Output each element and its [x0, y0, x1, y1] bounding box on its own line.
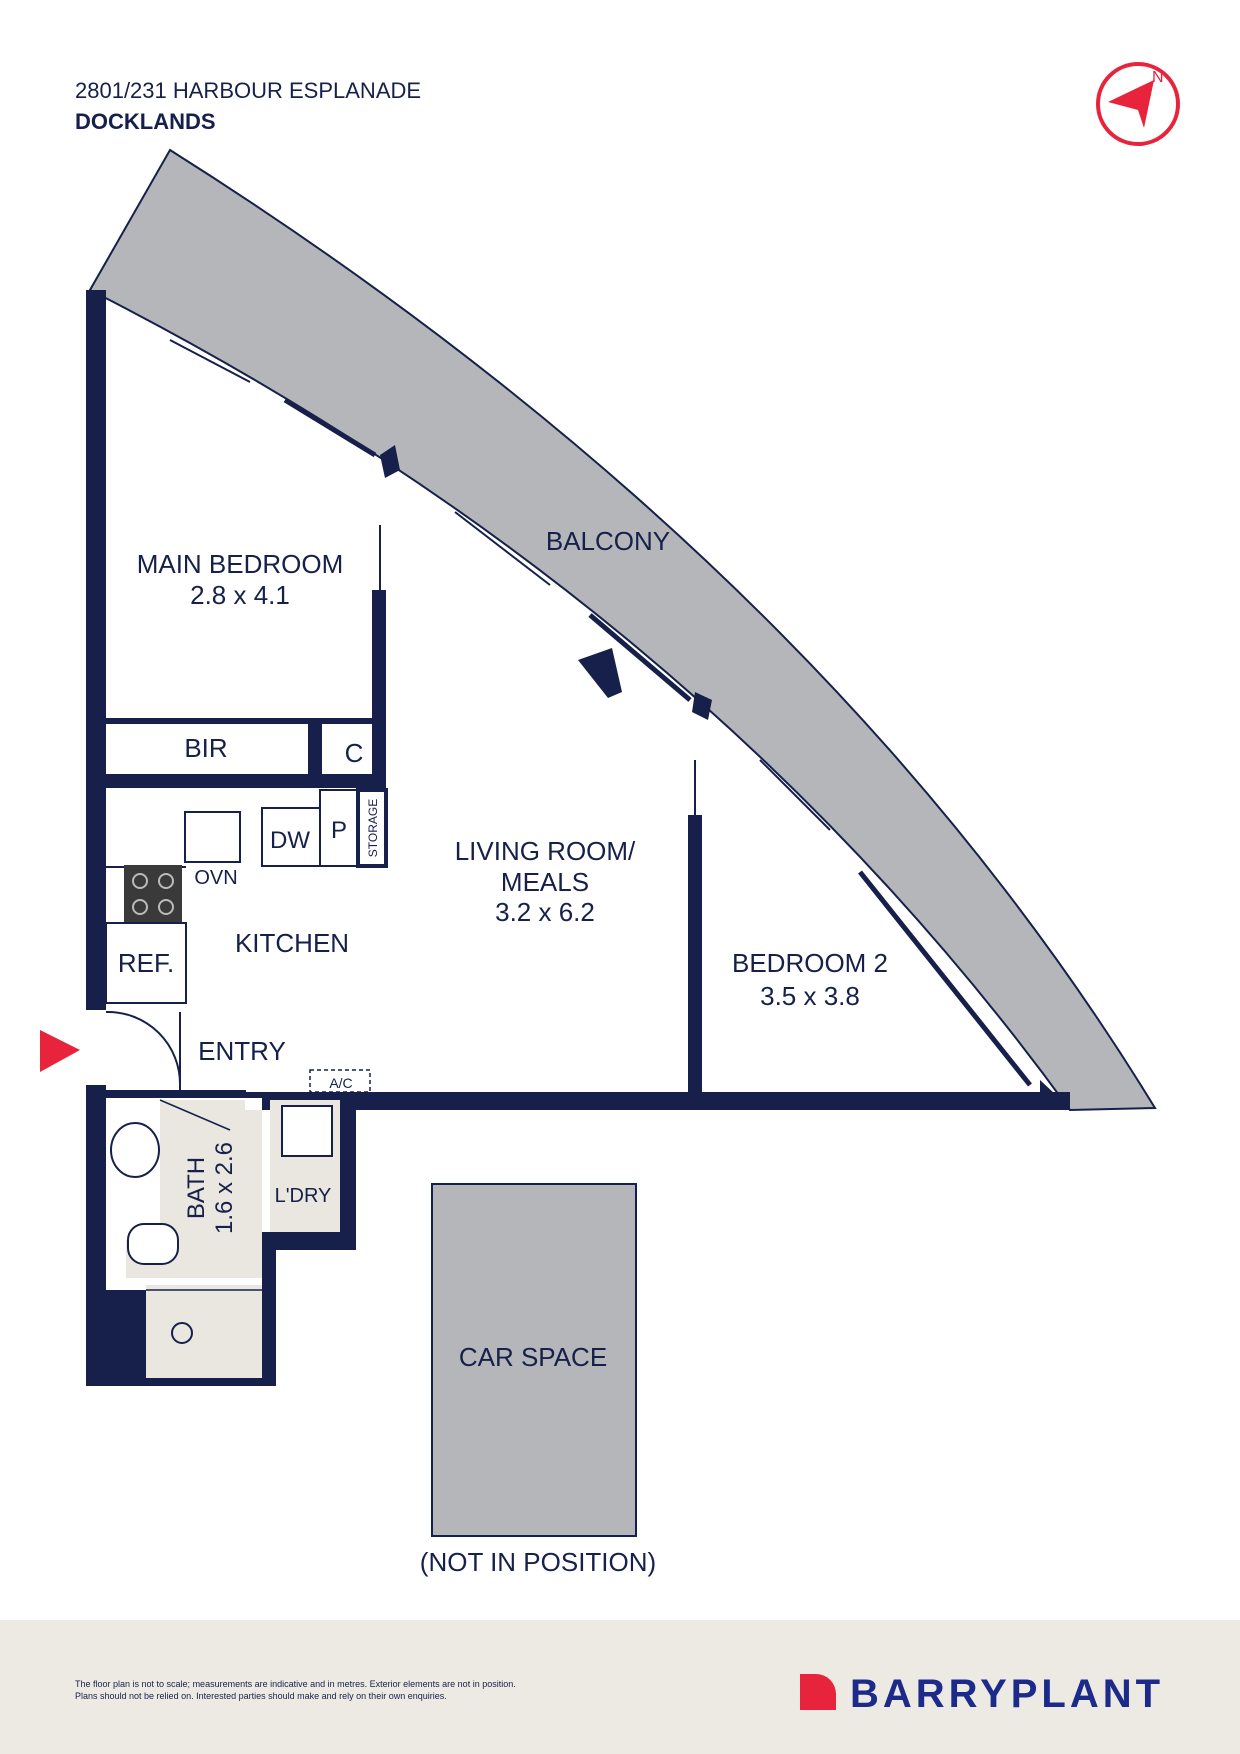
pantry: [319, 789, 359, 867]
column: [578, 648, 622, 698]
entry-opening: [86, 1010, 106, 1085]
bir-label: BIR: [184, 733, 227, 763]
window: [454, 511, 551, 586]
property-address: 2801/231 HARBOUR ESPLANADE: [75, 78, 422, 103]
kitchen-label: KITCHEN: [235, 928, 349, 958]
pantry-label: P: [331, 817, 347, 844]
brand-mark-icon: [800, 1674, 836, 1710]
ac-label: A/C: [329, 1075, 352, 1091]
bedroom2-west-wall: [688, 815, 702, 1095]
compass-north-label: N: [1152, 69, 1164, 86]
living-label-2: MEALS: [501, 867, 589, 897]
main-bed-east-wall: [372, 590, 386, 785]
bedroom2-size: 3.5 x 3.8: [760, 981, 860, 1011]
disclaimer-line-1: The floor plan is not to scale; measurem…: [75, 1679, 516, 1689]
laundry-label: L'DRY: [275, 1185, 332, 1207]
bath-east-wall: [262, 1240, 276, 1386]
window: [169, 339, 251, 383]
shower-head-icon: [171, 1322, 193, 1344]
bath-door-icon: [159, 1099, 231, 1131]
laundry-east-wall: [340, 1092, 356, 1250]
bath-top-wall: [86, 1090, 246, 1098]
main-bedroom-size: 2.8 x 4.1: [190, 580, 290, 610]
bir-c-divider: [308, 718, 322, 774]
entry-label: ENTRY: [198, 1036, 286, 1066]
brand-name: BARRYPLANT: [850, 1672, 1165, 1716]
living-label-1: LIVING ROOM/: [455, 836, 636, 866]
window: [858, 870, 1032, 1087]
refrigerator: [105, 922, 187, 1004]
entry-door-swing: [105, 1010, 182, 1086]
bir-top-wall: [106, 718, 378, 724]
oven-label: OVN: [194, 867, 237, 889]
window: [588, 613, 692, 702]
footer: [0, 1620, 1240, 1754]
brand-logo: BARRYPLANT: [798, 1668, 1178, 1718]
entry-arrow-icon: [40, 1030, 80, 1072]
laundry-tub-icon: [281, 1105, 333, 1157]
column: [692, 692, 712, 720]
storage-label: STORAGE: [366, 799, 380, 857]
bath-size: 1.6 x 2.6: [211, 1142, 238, 1234]
floor-plan: BALCONY MAIN BEDROOM 2.8 x 4.1 BIR C DW …: [40, 148, 1157, 1577]
window: [283, 397, 377, 458]
living-size: 3.2 x 6.2: [495, 897, 595, 927]
car-space: [431, 1183, 637, 1537]
window: [759, 759, 831, 831]
bath-corner: [86, 1290, 146, 1385]
air-conditioner: [309, 1069, 371, 1093]
disclaimer-line-2: Plans should not be relied on. Intereste…: [75, 1691, 447, 1701]
main-bedroom-label: MAIN BEDROOM: [137, 549, 344, 579]
kitchen-sink-icon: [184, 811, 241, 863]
kitchen-top-wall: [106, 774, 386, 788]
column: [380, 445, 400, 478]
balcony-area: [88, 148, 1157, 1112]
not-in-position-label: (NOT IN POSITION): [420, 1547, 656, 1577]
car-space-label: CAR SPACE: [459, 1342, 607, 1372]
cooktop-icon: [124, 865, 182, 923]
toilet-icon: [127, 1223, 179, 1265]
laundry-bottom-wall: [262, 1232, 356, 1250]
bedroom2-label: BEDROOM 2: [732, 948, 888, 978]
basin-icon: [110, 1122, 160, 1178]
compass-icon: N: [1096, 62, 1180, 146]
north-arrow-icon: [1108, 80, 1154, 128]
cupboard-label: C: [345, 738, 364, 768]
fridge-label: REF.: [118, 948, 174, 978]
storage: [356, 788, 388, 868]
bath-label: BATH: [183, 1157, 210, 1219]
balcony-label: BALCONY: [546, 526, 670, 556]
bath-bottom-wall: [86, 1378, 276, 1386]
south-wall: [245, 1092, 1070, 1110]
dw-label: DW: [270, 827, 310, 854]
west-wall: [86, 290, 106, 1385]
property-suburb: DOCKLANDS: [75, 109, 216, 134]
shower: [146, 1285, 262, 1378]
disclaimer: The floor plan is not to scale; measurem…: [75, 1678, 595, 1702]
